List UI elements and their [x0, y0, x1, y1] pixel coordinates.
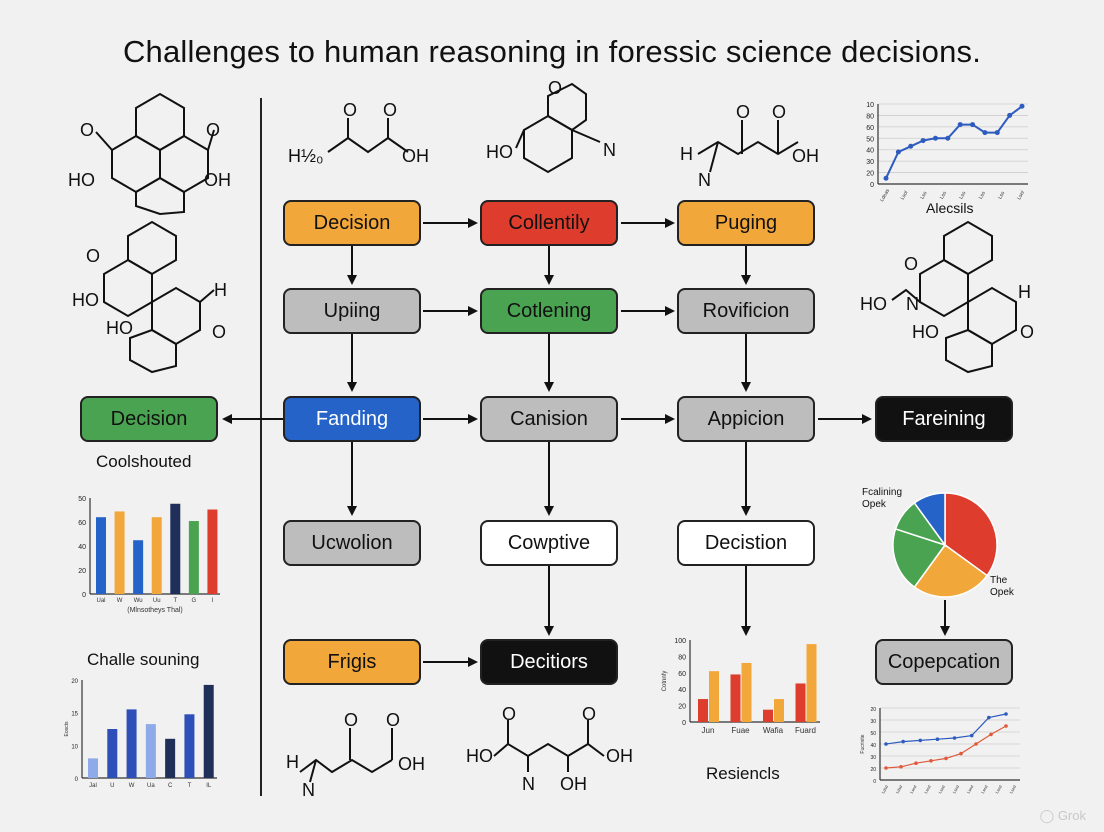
label-challe-souning: Challe souning	[87, 650, 200, 669]
node-decision-left: Decision	[80, 396, 218, 442]
vertical-divider	[260, 98, 262, 796]
label-resiencls: Resiencls	[706, 764, 780, 783]
node-upiing: Upiing	[283, 288, 421, 334]
label-alecsils: Alecsils	[926, 200, 974, 216]
node-puging: Puging	[677, 200, 815, 246]
node-canision: Canision	[480, 396, 618, 442]
node-rovificion: Rovificion	[677, 288, 815, 334]
node-frigis: Frigis	[283, 639, 421, 685]
label-pie-top: Fcalining Opek	[862, 487, 903, 510]
label-coolshouted: Coolshouted	[96, 452, 192, 471]
node-decistion: Decistion	[677, 520, 815, 566]
node-appicion: Appicion	[677, 396, 815, 442]
node-decision-top: Decision	[283, 200, 421, 246]
node-fareining: Fareining	[875, 396, 1013, 442]
node-ucwolion: Ucwolion	[283, 520, 421, 566]
label-pie-bottom: The Opek	[990, 575, 1014, 598]
page-title: Challenges to human reasoning in foressi…	[122, 34, 982, 69]
watermark: ◯ Grok	[1039, 808, 1086, 823]
node-cotlening: Cotlening	[480, 288, 618, 334]
node-decitiors: Decitiors	[480, 639, 618, 685]
node-fanding: Fanding	[283, 396, 421, 442]
node-cowptive: Cowptive	[480, 520, 618, 566]
node-collentily: Collentily	[480, 200, 618, 246]
node-copepcation: Copepcation	[875, 639, 1013, 685]
